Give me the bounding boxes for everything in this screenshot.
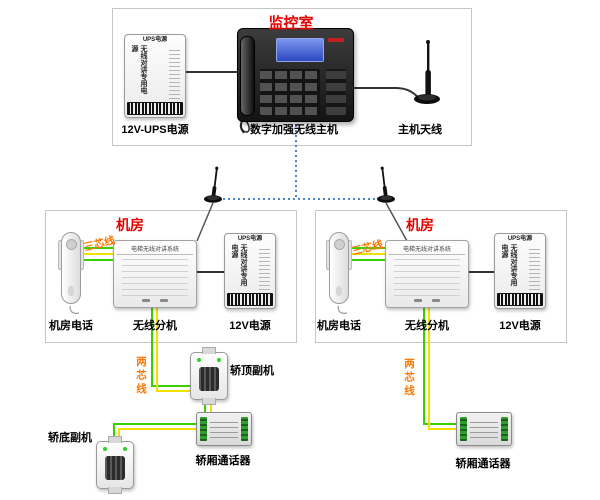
wallphone-mouthpiece <box>68 286 74 296</box>
extension-ridges <box>394 258 460 296</box>
machine-room-left-title: 机房 <box>116 217 144 233</box>
terminal-block <box>200 417 207 441</box>
machine-room-right-title: 机房 <box>406 217 434 233</box>
extension-header-text: 电梯无线对讲系统 <box>389 244 465 255</box>
wallphone-earpiece <box>66 239 77 250</box>
ups-vertical-text: 无线对讲专用电源 <box>231 244 247 286</box>
wireless-extension-right-label: 无线分机 <box>405 320 449 332</box>
machine-room-phone-left-label: 机房电话 <box>49 320 93 332</box>
panel-fineprint <box>210 420 238 438</box>
ups-badge-text: UPS电源 <box>237 236 263 242</box>
cabin-intercom-right <box>456 412 512 446</box>
ups-barcode <box>227 293 273 306</box>
wire2-panel-bottomunit-green <box>113 423 196 441</box>
panel-fineprint <box>470 420 498 438</box>
ups-fineprint <box>169 49 180 99</box>
speaker-mount-tab <box>202 347 216 354</box>
power-right-label: 12V电源 <box>499 320 541 332</box>
ups-fineprint <box>529 248 540 290</box>
phone-lcd-screen <box>276 38 324 62</box>
car-bottom-unit <box>96 436 134 494</box>
wireless-extension-left-label: 无线分机 <box>133 320 177 332</box>
wire2-panel-bottomunit-yellow <box>118 428 196 441</box>
cabin-intercom-left <box>196 412 252 446</box>
wallphone-earpiece <box>334 239 345 250</box>
ups-power-supply-right: UPS电源 无线对讲专用电源 <box>494 233 546 309</box>
car-bottom-unit-label: 轿底副机 <box>48 432 92 444</box>
speaker-grille <box>199 367 219 391</box>
ups-power-supply-main: UPS电源 无线对讲专用电源 <box>124 34 186 118</box>
ups-main-label: 12V-UPS电源 <box>121 124 189 136</box>
ups-barcode <box>127 102 183 115</box>
wallphone-mouthpiece <box>336 286 342 296</box>
host-label: 数字加强无线主机 <box>250 124 338 136</box>
phone-brand-mark <box>328 38 344 42</box>
phone-handset <box>240 36 255 116</box>
speaker-mount-tab <box>108 436 122 443</box>
extension-header-text: 电梯无线对讲系统 <box>117 244 193 255</box>
machine-room-phone-right <box>326 232 352 310</box>
ups-fineprint <box>259 248 270 290</box>
machine-room-phone-right-label: 机房电话 <box>317 320 361 332</box>
ups-power-supply-left: UPS电源 无线对讲专用电源 <box>224 233 276 309</box>
ups-vertical-text: 无线对讲专用电源 <box>501 244 517 286</box>
extension-antenna-left-icon <box>204 166 222 203</box>
monitor-room-box <box>112 8 472 146</box>
extension-ridges <box>122 258 188 296</box>
phone-side-buttons <box>326 69 346 115</box>
ups-barcode <box>497 293 543 306</box>
wireless-extension-left: 电梯无线对讲系统 <box>113 240 197 308</box>
antenna-label: 主机天线 <box>398 124 442 136</box>
speaker-mount-tab <box>202 398 216 405</box>
ups-badge-text: UPS电源 <box>142 37 168 43</box>
wallphone-handset <box>61 232 81 304</box>
speaker-led <box>103 447 107 451</box>
speaker-mount-tab <box>108 487 122 494</box>
monitor-room-title: 监控室 <box>268 15 314 32</box>
wire2-label-left: 两芯线 <box>135 356 147 397</box>
cabin-intercom-left-label: 轿厢通话器 <box>195 455 251 467</box>
cabin-intercom-right-label: 轿厢通话器 <box>455 458 511 470</box>
car-top-unit-label: 轿顶副机 <box>230 365 274 377</box>
speaker-led <box>123 447 127 451</box>
extension-antenna-right-icon <box>377 166 395 203</box>
extension-holes <box>389 299 465 304</box>
wireless-host-phone <box>237 28 354 122</box>
speaker-led <box>217 358 221 362</box>
speaker-led <box>197 358 201 362</box>
wallphone-handset <box>329 232 349 304</box>
terminal-block <box>501 417 508 441</box>
terminal-block <box>241 417 248 441</box>
machine-room-phone-left <box>58 232 84 310</box>
ups-badge-text: UPS电源 <box>507 236 533 242</box>
speaker-grille <box>105 456 125 480</box>
wireless-extension-right: 电梯无线对讲系统 <box>385 240 469 308</box>
terminal-block <box>460 417 467 441</box>
ups-vertical-text: 无线对讲专用电源 <box>131 45 147 94</box>
car-top-unit <box>190 347 228 405</box>
phone-keypad <box>260 69 320 115</box>
power-left-label: 12V电源 <box>229 320 271 332</box>
extension-holes <box>117 299 193 304</box>
wire2-label-right: 两芯线 <box>403 358 415 399</box>
